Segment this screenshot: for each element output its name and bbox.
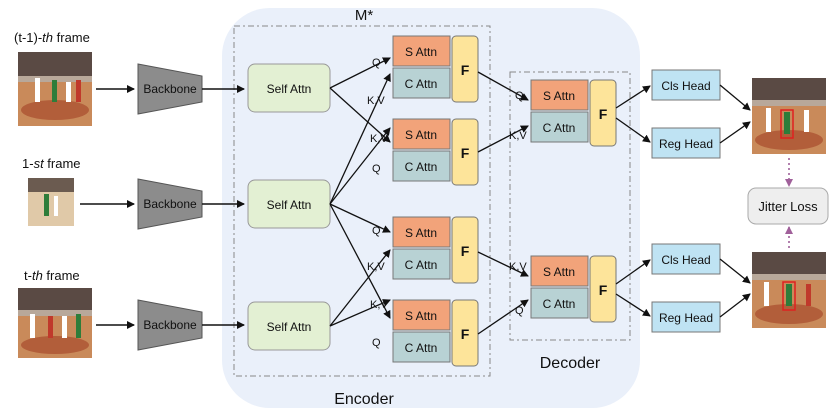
module-label: M*: [355, 7, 373, 24]
svg-text:S Attn: S Attn: [405, 309, 437, 323]
svg-text:C Attn: C Attn: [405, 160, 438, 174]
svg-text:Self Attn: Self Attn: [267, 198, 312, 212]
encoder-dashed-box: [233, 25, 491, 377]
kv-label: K,V: [370, 133, 388, 145]
output-image-2: [752, 252, 826, 328]
q-label: Q: [515, 305, 524, 317]
svg-text:F: F: [461, 326, 470, 342]
svg-text:C Attn: C Attn: [405, 77, 438, 91]
frame-label-current: t-th frame: [24, 268, 80, 283]
svg-text:Backbone: Backbone: [143, 82, 197, 96]
decoder-label: Decoder: [540, 355, 601, 372]
svg-text:S Attn: S Attn: [543, 89, 575, 103]
decoder-dashed-box: [509, 71, 631, 341]
kv-label: K,V: [367, 261, 385, 273]
jitter-loss-box: Jitter Loss: [747, 187, 829, 225]
svg-text:S Attn: S Attn: [405, 45, 437, 59]
encoder-label: Encoder: [334, 391, 394, 408]
decoder-block-2: S Attn C Attn F: [530, 255, 617, 323]
svg-text:Backbone: Backbone: [143, 318, 197, 332]
encoder-block-2: S Attn C Attn F: [392, 118, 479, 186]
svg-text:C Attn: C Attn: [543, 297, 576, 311]
kv-label: K,V: [509, 130, 527, 142]
svg-text:F: F: [461, 145, 470, 161]
frame-image-prev: [18, 52, 92, 126]
svg-text:S Attn: S Attn: [405, 226, 437, 240]
svg-text:F: F: [599, 106, 608, 122]
self-attn-2: Self Attn: [247, 179, 331, 229]
backbone-1: Backbone: [137, 63, 203, 115]
q-label: Q: [515, 90, 524, 102]
svg-text:Cls Head: Cls Head: [661, 253, 710, 267]
cls-head-2: Cls Head: [651, 243, 721, 275]
kv-label: K,V: [370, 299, 388, 311]
svg-text:Cls Head: Cls Head: [661, 79, 710, 93]
encoder-block-3: S Attn C Attn F: [392, 216, 479, 284]
backbone-3: Backbone: [137, 299, 203, 351]
svg-text:Backbone: Backbone: [143, 197, 197, 211]
q-label: Q: [372, 225, 381, 237]
kv-label: K,V: [367, 95, 385, 107]
svg-text:F: F: [461, 243, 470, 259]
reg-head-1: Reg Head: [651, 127, 721, 159]
svg-text:Reg Head: Reg Head: [659, 137, 713, 151]
encoder-block-4: S Attn C Attn F: [392, 299, 479, 367]
frame-image-current: [18, 288, 92, 358]
svg-text:Self Attn: Self Attn: [267, 320, 312, 334]
encoder-block-1: S Attn C Attn F: [392, 35, 479, 103]
svg-text:C Attn: C Attn: [543, 121, 576, 135]
svg-text:S Attn: S Attn: [543, 265, 575, 279]
q-label: Q: [372, 57, 381, 69]
reg-head-2: Reg Head: [651, 301, 721, 333]
svg-text:Jitter Loss: Jitter Loss: [758, 199, 818, 214]
q-label: Q: [372, 163, 381, 175]
svg-text:F: F: [461, 62, 470, 78]
self-attn-3: Self Attn: [247, 301, 331, 351]
q-label: Q: [372, 337, 381, 349]
svg-text:F: F: [599, 282, 608, 298]
svg-text:Self Attn: Self Attn: [267, 82, 312, 96]
svg-text:C Attn: C Attn: [405, 341, 438, 355]
kv-label: K,V: [509, 261, 527, 273]
decoder-block-1: S Attn C Attn F: [530, 79, 617, 147]
frame-image-first: [28, 178, 74, 226]
svg-text:S Attn: S Attn: [405, 128, 437, 142]
cls-head-1: Cls Head: [651, 69, 721, 101]
frame-label-prev: (t-1)-th frame: [14, 30, 90, 45]
svg-text:Reg Head: Reg Head: [659, 311, 713, 325]
svg-text:C Attn: C Attn: [405, 258, 438, 272]
self-attn-1: Self Attn: [247, 63, 331, 113]
output-image-1: [752, 78, 826, 154]
backbone-2: Backbone: [137, 178, 203, 230]
frame-label-first: 1-st frame: [22, 156, 81, 171]
